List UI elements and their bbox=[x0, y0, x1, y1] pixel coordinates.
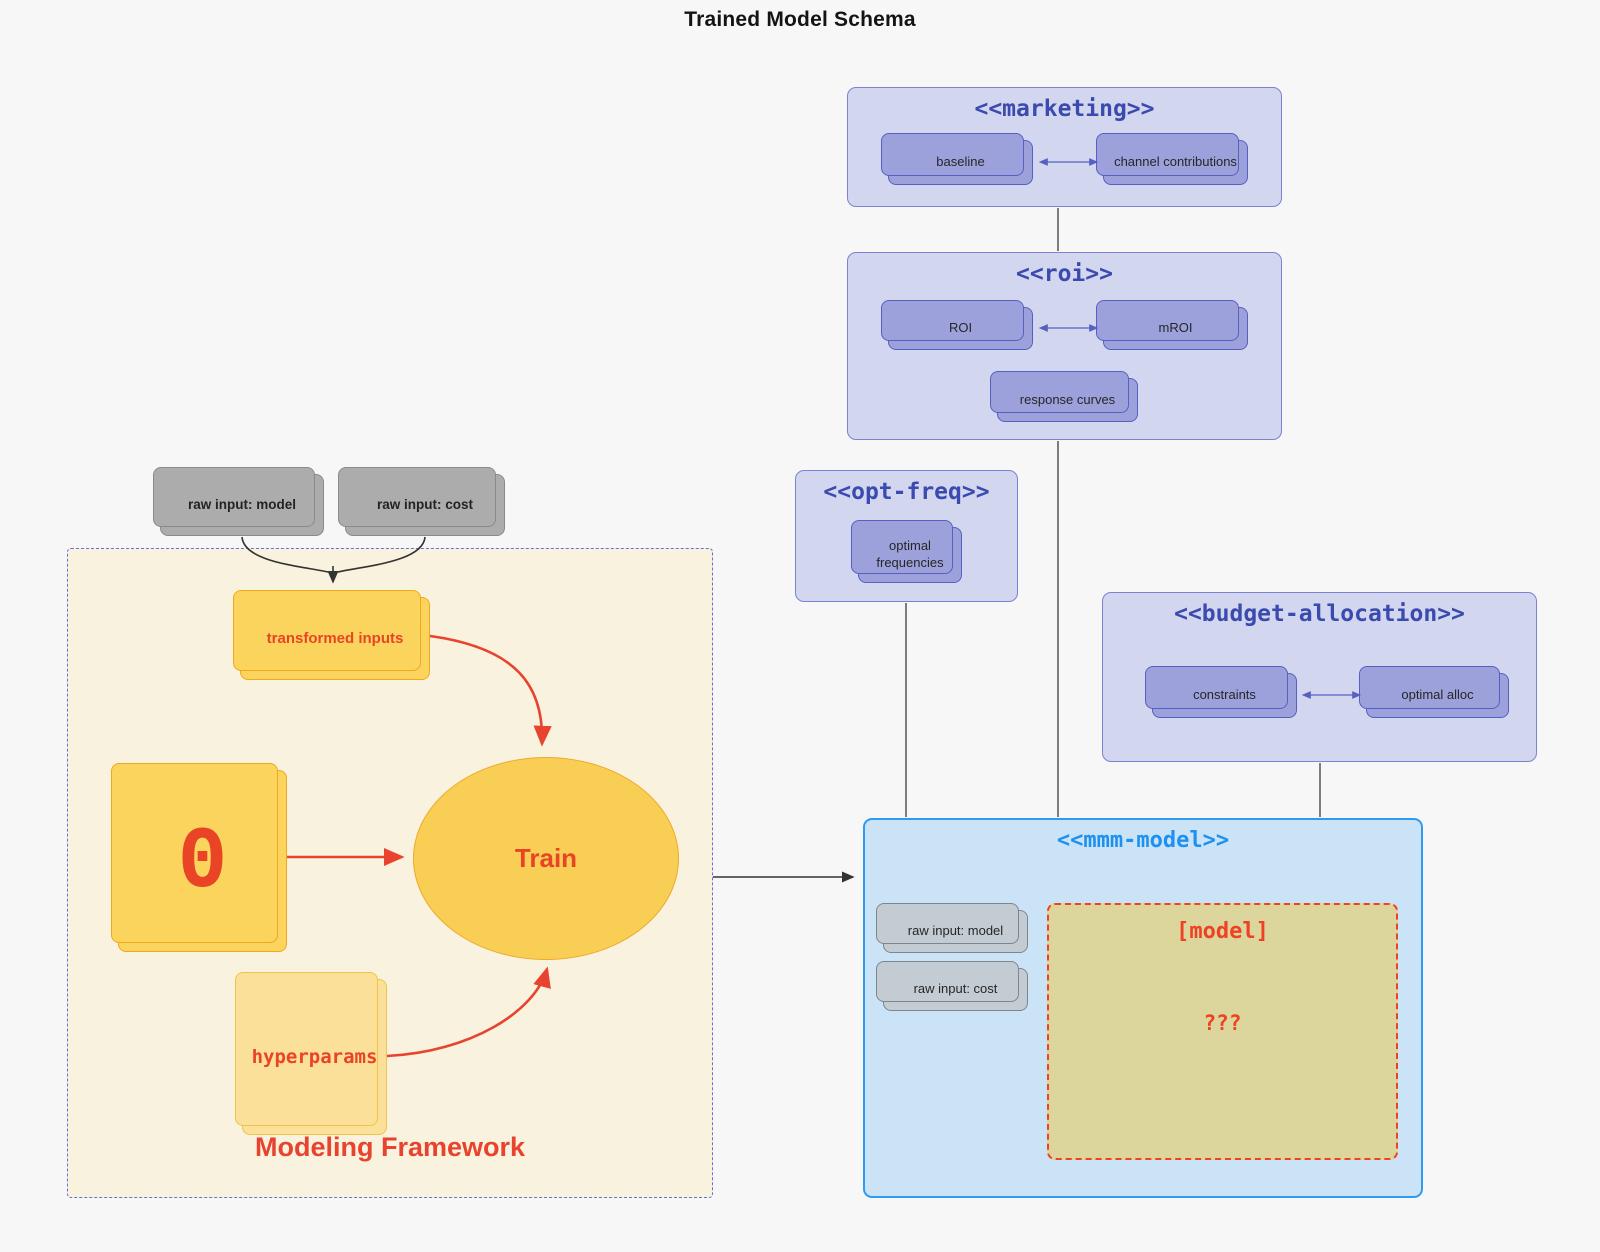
node-mmm-raw-input-model-label: raw input: model bbox=[907, 923, 1004, 939]
node-channel-contributions: channel contributions bbox=[1096, 133, 1248, 185]
model-placeholder-title: [model] bbox=[1176, 919, 1269, 944]
node-theta: Θ bbox=[111, 763, 287, 952]
node-mmm-raw-input-cost: raw input: cost bbox=[876, 961, 1028, 1011]
node-response-curves: response curves bbox=[990, 371, 1138, 422]
node-transformed-inputs-label: transformed inputs bbox=[266, 629, 404, 647]
node-mroi-label: mROI bbox=[1158, 320, 1193, 336]
node-train: Train bbox=[413, 757, 679, 960]
node-optimal-alloc: optimal alloc bbox=[1359, 666, 1509, 718]
node-baseline-label: baseline bbox=[936, 154, 985, 170]
model-placeholder-unknown: ??? bbox=[1203, 1011, 1242, 1035]
page-title: Trained Model Schema bbox=[684, 8, 916, 31]
modeling-framework-label: Modeling Framework bbox=[254, 1132, 526, 1162]
node-constraints: constraints bbox=[1145, 666, 1297, 718]
group-marketing-title: <<marketing>> bbox=[974, 96, 1155, 122]
node-roi: ROI bbox=[881, 300, 1033, 350]
node-train-label: Train bbox=[514, 843, 578, 873]
node-optimal-frequencies-label: optimal frequencies bbox=[876, 538, 944, 570]
node-raw-input-model-label: raw input: model bbox=[188, 497, 296, 513]
node-raw-input-cost: raw input: cost bbox=[338, 467, 505, 536]
node-response-curves-label: response curves bbox=[1019, 391, 1116, 407]
group-roi-title: <<roi>> bbox=[1016, 261, 1113, 287]
node-constraints-label: constraints bbox=[1193, 687, 1256, 703]
node-raw-input-cost-label: raw input: cost bbox=[376, 497, 473, 513]
node-hyperparams: hyperparams bbox=[235, 972, 387, 1135]
node-model-placeholder: [model] ??? bbox=[1047, 903, 1398, 1160]
node-mroi: mROI bbox=[1096, 300, 1248, 350]
group-mmm-model-title: <<mmm-model>> bbox=[1056, 828, 1230, 853]
node-hyperparams-label: hyperparams bbox=[251, 1045, 378, 1068]
node-raw-input-model: raw input: model bbox=[153, 467, 324, 536]
node-optimal-frequencies: optimal frequencies bbox=[851, 520, 962, 583]
group-opt-freq-title: <<opt-freq>> bbox=[823, 479, 990, 505]
node-channel-contributions-label: channel contributions bbox=[1114, 154, 1237, 170]
node-baseline: baseline bbox=[881, 133, 1033, 185]
node-transformed-inputs: transformed inputs bbox=[233, 590, 430, 680]
node-mmm-raw-input-cost-label: raw input: cost bbox=[913, 981, 998, 997]
node-mmm-raw-input-model: raw input: model bbox=[876, 903, 1028, 953]
group-budget-allocation-title: <<budget-allocation>> bbox=[1174, 601, 1465, 627]
node-roi-label: ROI bbox=[948, 320, 973, 336]
node-optimal-alloc-label: optimal alloc bbox=[1401, 687, 1474, 703]
node-theta-glyph: Θ bbox=[179, 815, 226, 906]
